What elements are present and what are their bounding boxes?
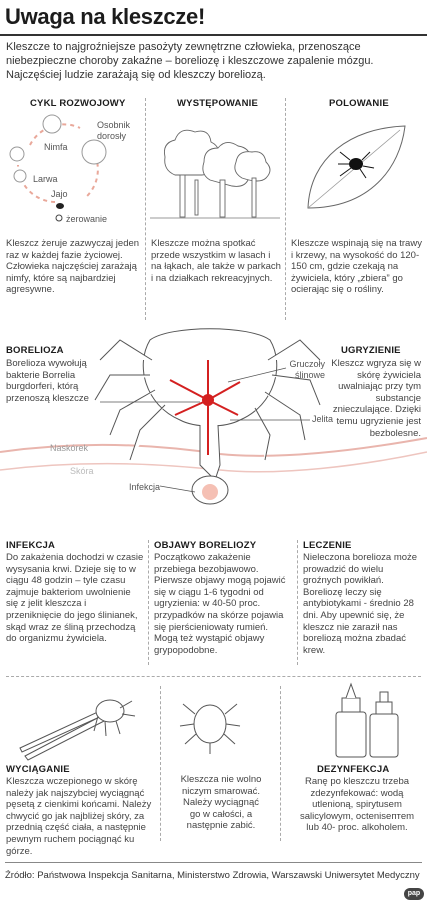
tick-anatomy-diagram <box>0 328 427 505</box>
disinfection-text: Ranę po kleszczu trzeba zdezynfekować: w… <box>299 776 415 834</box>
page-title: Uwaga na kleszcze! <box>5 4 206 29</box>
tick-on-skin-illustration <box>179 703 241 754</box>
cycle-text: Kleszcz żeruje zazwyczaj jeden raz w każ… <box>6 238 140 296</box>
pap-logo: pap <box>404 888 424 900</box>
infection-header: INFEKCJA <box>6 540 56 551</box>
intestine-label: Jelita <box>312 414 334 424</box>
removal-header: WYCIĄGANIE <box>6 764 70 775</box>
stage-egg-label: Jajo <box>51 189 68 199</box>
borelioza-text: Borelioza wywołują bakterie Borrelia bur… <box>6 358 89 404</box>
no-grease-text: Kleszcza nie wolno niczym smarować. Nale… <box>180 774 262 832</box>
treatment-header: LECZENIE <box>303 540 352 551</box>
source-text: Źródło: Państwowa Inspekcja Sanitarna, M… <box>5 870 420 881</box>
divider <box>148 540 149 665</box>
stage-feeding-label: żerowanie <box>66 214 108 224</box>
title-divider <box>0 34 427 36</box>
divider <box>280 686 281 841</box>
borelioza-header: BORELIOZA <box>6 345 64 356</box>
divider <box>145 98 146 320</box>
leaf-tick-illustration <box>307 125 406 209</box>
stage-adult-label: Osobnik dorosły <box>97 120 131 141</box>
footer-divider <box>5 862 422 863</box>
stage-nymph-label: Nimfa <box>44 142 68 152</box>
infection-label: Infekcja <box>129 482 161 492</box>
divider <box>297 540 298 665</box>
treatment-text: Nieleczona borelioza może prowadzić do w… <box>303 552 418 656</box>
removal-text: Kleszcza wczepionego w skórę należy jak … <box>6 776 152 857</box>
life-cycle-diagram <box>9 114 107 222</box>
divider <box>160 686 161 841</box>
disinfection-header: DEZYNFEKCJA <box>317 764 390 775</box>
section-divider <box>6 676 421 677</box>
hunting-header: POLOWANIE <box>329 98 389 109</box>
tweezers-illustration <box>19 699 136 761</box>
occurrence-header: WYSTĘPOWANIE <box>177 98 259 109</box>
epidermis-label: Naskórek <box>50 443 89 453</box>
cycle-header: CYKL ROZWOJOWY <box>30 98 126 109</box>
disinfectant-bottles-illustration <box>335 682 399 758</box>
divider <box>285 98 286 320</box>
symptoms-text: Początkowo zakażenie przebiega bezobjawo… <box>154 552 286 656</box>
hunting-text: Kleszcze wspinają się na trawy i krzewy,… <box>291 238 422 296</box>
skin-label: Skóra <box>70 466 94 476</box>
bite-text: Kleszcz wgryza się w skórę żywiciela uwa… <box>331 358 421 439</box>
symptoms-header: OBJAWY BORELIOZY <box>154 540 257 551</box>
stage-larva-label: Larwa <box>33 174 58 184</box>
forest-illustration <box>150 129 280 219</box>
bite-header: UGRYZIENIE <box>341 345 401 356</box>
infection-text: Do zakażenia dochodzi w czasie wysysania… <box>6 552 144 645</box>
glands-label: Gruczoły ślinowe <box>289 359 325 380</box>
occurrence-text: Kleszcze można spotkać przede wszystkim … <box>151 238 281 284</box>
intro-text: Kleszcze to najgroźniejsze pasożyty zewn… <box>6 41 374 81</box>
